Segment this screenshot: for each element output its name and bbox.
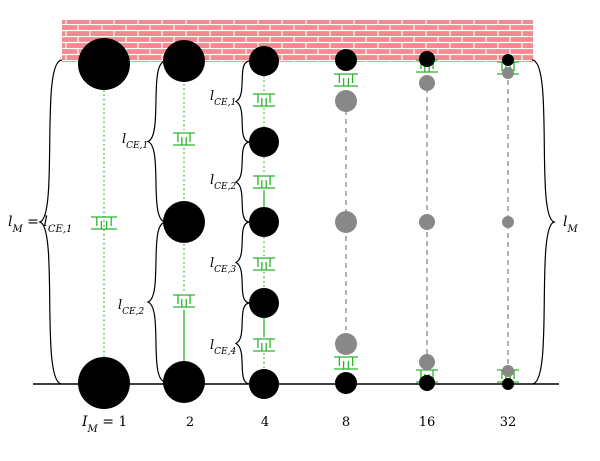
col8-spring-bottom — [334, 356, 358, 370]
col8-ball-gray-2 — [335, 211, 357, 233]
col16-ball-gray-3 — [419, 354, 435, 370]
left-main-label: lM = lCE,1 — [8, 214, 72, 235]
col32-bottom-ball — [502, 378, 514, 390]
col4-spring-1 — [253, 93, 275, 107]
col2-bottom-ball — [163, 361, 205, 403]
segment-label-col4-4: lCE,4 — [210, 338, 236, 357]
segment-label-col2-1: lCE,1 — [122, 132, 148, 151]
col2-spring-2 — [173, 294, 195, 308]
right-main-label: lM — [563, 214, 578, 235]
segment-label-col2-2: lCE,2 — [118, 298, 144, 317]
segment-label-col4-1: lCE,1 — [210, 89, 236, 108]
im-label: IM = 1 — [81, 414, 127, 435]
col4-ball-4 — [249, 288, 279, 318]
brace-col4-4 — [234, 302, 251, 385]
col1-top-ball — [78, 38, 130, 90]
col32-ball-gray-3 — [502, 365, 514, 377]
col32-top-ball — [502, 54, 514, 66]
col32-ball-gray-1 — [502, 67, 514, 79]
col4-ball-3 — [249, 207, 279, 237]
col4-spring-3 — [253, 257, 275, 271]
brace-col2-upper — [146, 60, 167, 223]
brace-right-main — [531, 59, 556, 385]
col2-top-ball — [163, 40, 205, 82]
column-label-16: 16 — [419, 415, 436, 430]
braces-layer — [38, 59, 556, 385]
column-label-2: 2 — [186, 415, 194, 430]
columns-layer — [78, 38, 519, 409]
brace-col4-3 — [234, 221, 251, 304]
col8-top-ball — [335, 49, 357, 71]
col4-ball-5 — [249, 369, 279, 399]
col4-spring-2 — [253, 175, 275, 189]
col2-spring-1 — [173, 132, 195, 146]
column-label-4: 4 — [261, 415, 269, 430]
col8-spring-top — [334, 73, 358, 87]
brace-col2-lower — [146, 221, 167, 383]
col8-ball-gray-1 — [335, 90, 357, 112]
col8-ball-gray-3 — [335, 333, 357, 355]
col16-ball-gray-2 — [419, 214, 435, 230]
col16-bottom-ball — [419, 375, 435, 391]
col1-spring — [91, 216, 117, 230]
brick-wall-icon — [62, 20, 533, 62]
col8-bottom-ball — [335, 372, 357, 394]
segment-label-col4-3: lCE,3 — [210, 256, 236, 275]
col4-ball-1 — [249, 46, 279, 76]
segment-label-col4-2: lCE,2 — [210, 173, 236, 192]
col4-ball-2 — [249, 127, 279, 157]
col4-spring-4 — [253, 338, 275, 352]
column-label-8: 8 — [342, 415, 350, 430]
column-label-32: 32 — [500, 415, 517, 430]
col2-mid-ball — [163, 201, 205, 243]
brace-col4-1 — [234, 60, 251, 143]
col32-ball-gray-2 — [502, 216, 514, 228]
brace-left-main — [38, 59, 63, 385]
brace-col4-2 — [234, 141, 251, 223]
col1-bottom-ball — [78, 357, 130, 409]
col16-top-ball — [419, 51, 435, 67]
col16-ball-gray-1 — [419, 75, 435, 91]
